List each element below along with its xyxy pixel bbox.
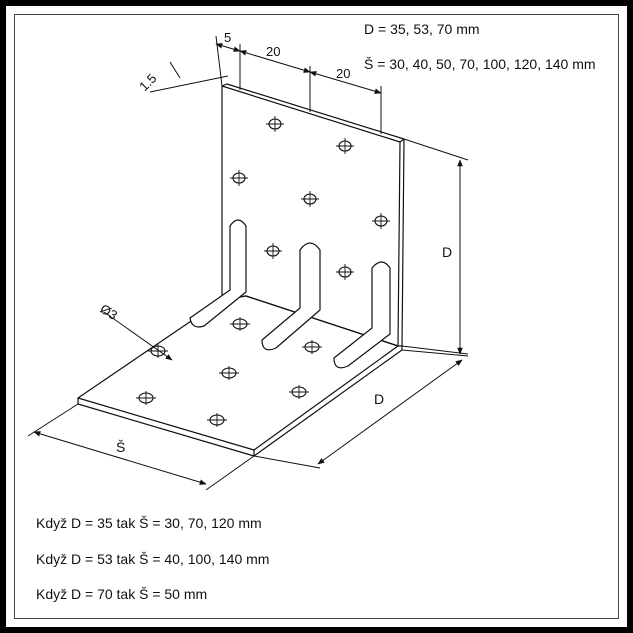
dim-line-depth xyxy=(317,359,463,465)
dim-line-spacing-2 xyxy=(309,71,382,94)
dim-leader-diameter xyxy=(103,311,173,361)
dim-ext-line xyxy=(169,61,181,79)
note-d35: Když D = 35 tak Š = 30, 70, 120 mm xyxy=(36,515,262,531)
dim-label-spacing-1: 20 xyxy=(266,44,280,59)
dim-line-spacing-1 xyxy=(239,50,311,73)
dim-line-thickness xyxy=(149,75,229,93)
dim-line-width xyxy=(33,431,207,485)
dim-label-edge-offset: 5 xyxy=(224,30,231,45)
hole-center-marks xyxy=(136,116,390,427)
note-d53: Když D = 53 tak Š = 40, 100, 140 mm xyxy=(36,551,270,567)
image-frame-inner xyxy=(14,14,619,619)
spec-d-values: D = 35, 53, 70 mm xyxy=(364,21,480,37)
dim-label-depth: D xyxy=(374,391,384,407)
note-d70: Když D = 70 tak Š = 50 mm xyxy=(36,586,208,602)
dim-ext-line xyxy=(27,403,79,437)
dim-label-width: Š xyxy=(116,439,125,455)
horizontal-plate-front-thickness xyxy=(77,398,255,457)
dim-ext-line xyxy=(205,455,255,491)
dim-ext-line xyxy=(401,349,469,357)
dim-ext-line xyxy=(253,455,321,469)
dim-ext-line xyxy=(401,345,469,355)
slot-middle xyxy=(261,242,321,351)
dim-label-height: D xyxy=(442,244,452,260)
slot-left xyxy=(189,219,247,328)
spec-s-values: Š = 30, 40, 50, 70, 100, 120, 140 mm xyxy=(364,56,596,72)
dim-label-spacing-2: 20 xyxy=(336,66,350,81)
dim-ext-line xyxy=(403,138,469,161)
dim-label-diameter: Ø3 xyxy=(98,301,121,323)
dim-line-edge-offset xyxy=(215,43,241,52)
vertical-plate-top-thickness xyxy=(221,83,405,143)
